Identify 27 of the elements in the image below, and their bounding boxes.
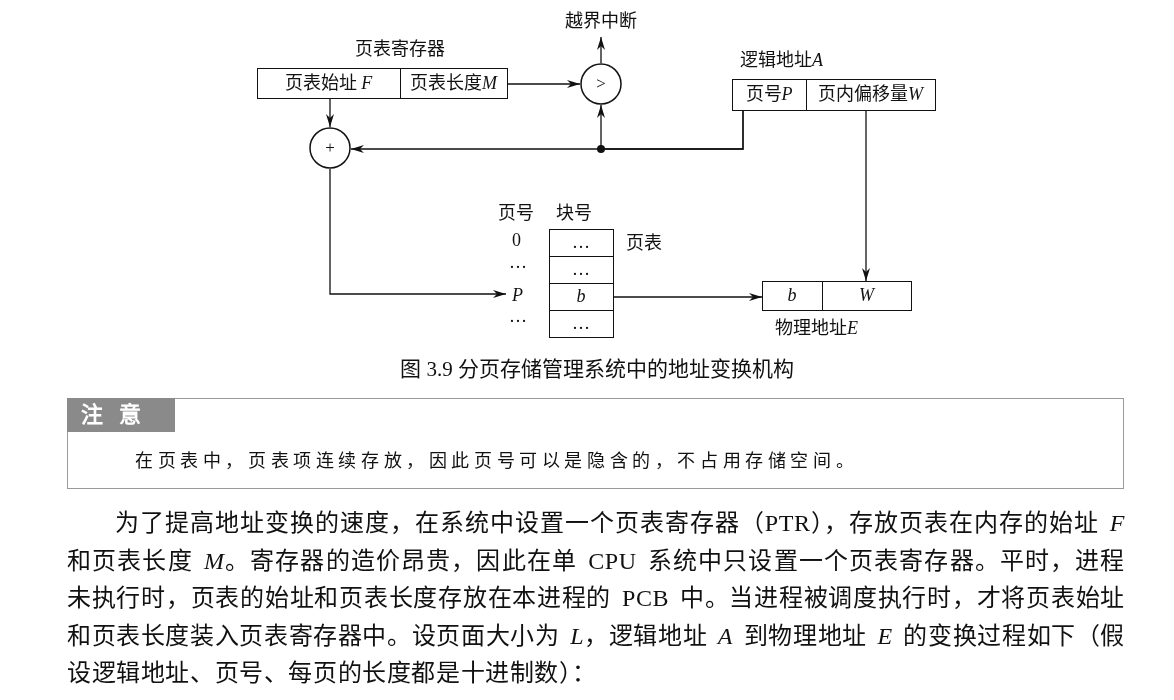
figure-caption: 图 3.9 分页存储管理系统中的地址变换机构	[400, 357, 794, 381]
page-number: P	[510, 283, 525, 307]
row-number: …	[509, 251, 527, 273]
arrow	[507, 80, 581, 88]
arrow	[597, 104, 744, 150]
column-header: 块号	[556, 202, 592, 224]
interrupt-label: 越界中断	[563, 9, 639, 33]
plus-sign: +	[324, 138, 336, 158]
arrow	[326, 98, 334, 128]
column-header: 页号	[498, 202, 534, 224]
note-text: 在页表中，页表项连续存放，因此页号可以是隐含的，不占用存储空间。	[135, 450, 859, 473]
register-title: 页表寄存器	[355, 38, 445, 60]
row-number: …	[509, 305, 527, 327]
arrow	[329, 168, 507, 298]
arrow	[613, 293, 763, 301]
arrow	[862, 110, 870, 282]
row-number: 0	[512, 229, 521, 251]
comparator-circle	[580, 63, 622, 105]
arrow	[597, 36, 605, 64]
address-title: 逻辑地址A	[740, 49, 823, 71]
table-title: 页表	[626, 232, 662, 254]
body-paragraph: 为了提高地址变换的速度，在系统中设置一个页表寄存器（PTR），存放页表在内存的始址 F和页表长度 M。寄存器的造价昂贵，因此在单 CPU 系统中只设置一个页表寄存器。平时，进程未执行时，页表的始址和页表长度存放在本进程的 PCB 中。当进程被调度执行时，才将页表始址和页表长度装入页表寄存器中。设页面大小为 L，逻辑地址 A 到物理地址 E 的变换过程如下（假设逻辑地址、页号、每页的长度都是十进制数）：	[67, 509, 1125, 689]
note-box	[67, 398, 1124, 489]
adder-circle	[309, 127, 351, 169]
comparison-sign: >	[595, 74, 607, 94]
note-heading: 注意	[67, 398, 175, 432]
address-title: 物理地址E	[775, 317, 858, 339]
